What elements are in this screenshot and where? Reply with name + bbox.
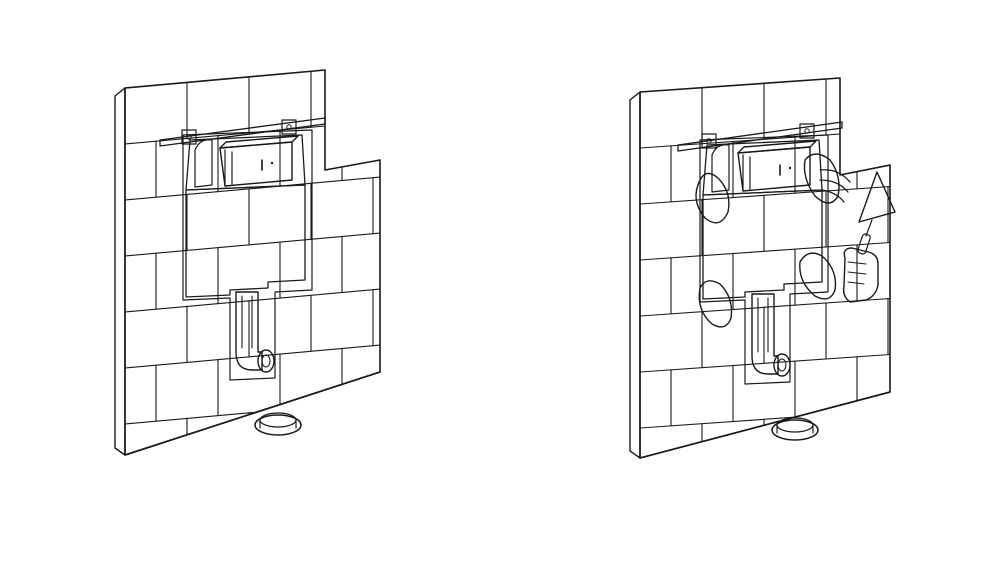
brick-course-line bbox=[640, 185, 890, 205]
panel-left bbox=[114, 69, 390, 480]
drain-pipe-icon bbox=[751, 293, 791, 377]
flush-tank-icon bbox=[219, 135, 299, 187]
brick-course-line bbox=[640, 409, 890, 429]
brick-course-line bbox=[640, 78, 890, 93]
hand-icon bbox=[842, 247, 879, 303]
brick-course-line bbox=[125, 231, 380, 257]
brick-course-line bbox=[640, 353, 890, 373]
mortar-blob-icon bbox=[695, 153, 851, 328]
wall-icon bbox=[629, 77, 900, 484]
pipe-collar-icon bbox=[254, 412, 302, 436]
trowel-icon bbox=[857, 171, 896, 255]
panel-right bbox=[629, 77, 900, 484]
cistern-frame-icon bbox=[677, 121, 843, 300]
brick-course-line bbox=[125, 343, 380, 369]
cistern-frame-icon bbox=[159, 117, 326, 298]
drain-pipe-icon bbox=[235, 291, 275, 373]
brick-course-line bbox=[640, 466, 900, 484]
brick-course-line bbox=[125, 456, 390, 480]
pipe-collar-icon bbox=[771, 417, 819, 441]
brick-course-line bbox=[125, 175, 380, 201]
flush-tank-icon bbox=[737, 140, 817, 192]
